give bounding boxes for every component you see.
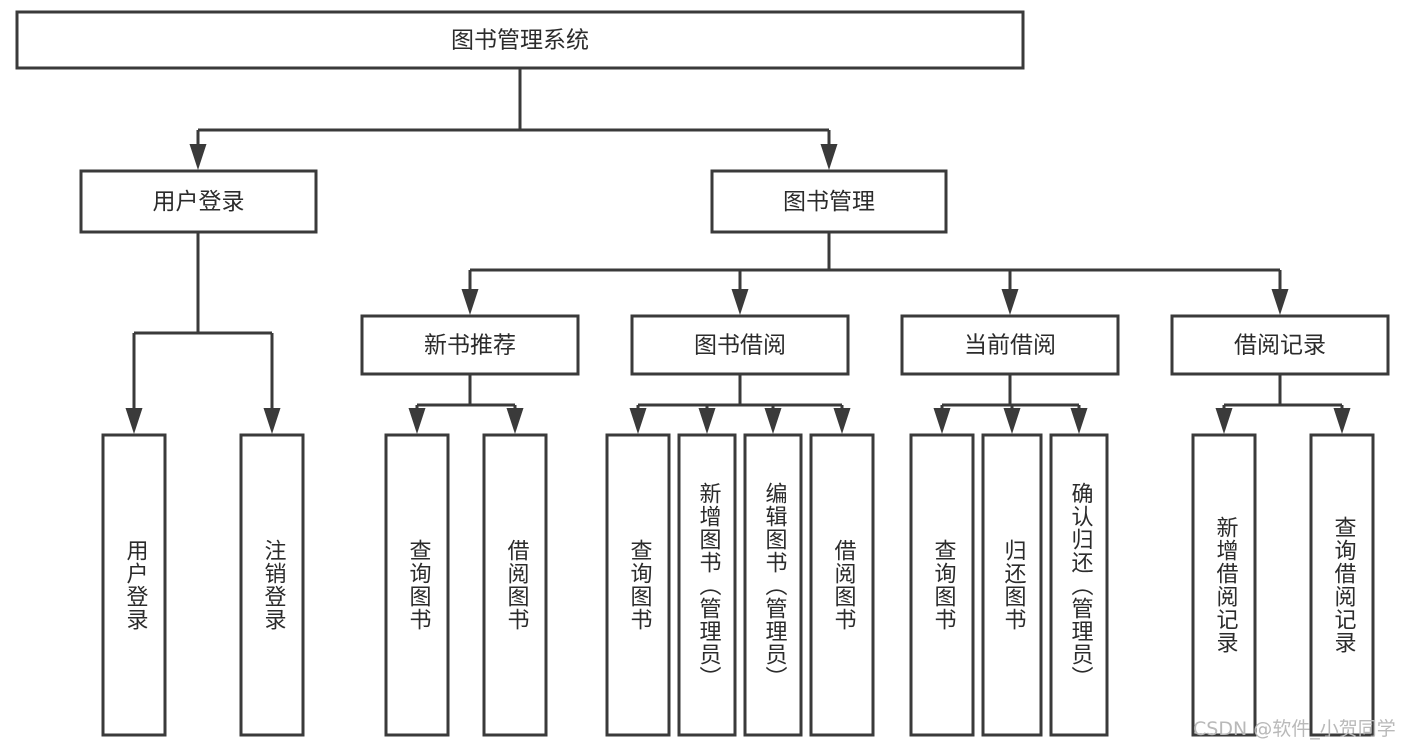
node-label-borrow-record: 借阅记录 — [1234, 333, 1326, 359]
arrow-head-icon — [1271, 289, 1289, 315]
arrow-head-icon — [820, 144, 838, 170]
arrow-head-icon — [506, 408, 524, 434]
node-box-leaf-return-book[interactable] — [981, 433, 1043, 737]
node-label-book-borrow: 图书借阅 — [694, 333, 786, 359]
node-label-new-book-rec: 新书推荐 — [424, 333, 516, 359]
arrow-head-icon — [933, 408, 951, 434]
node-label-book-manage: 图书管理 — [783, 189, 875, 215]
arrow-head-icon — [1215, 408, 1233, 434]
node-box-user-login[interactable] — [79, 169, 318, 234]
arrow-head-icon — [461, 289, 479, 315]
node-box-leaf-query-book-cur[interactable] — [909, 433, 975, 737]
node-box-leaf-logout[interactable] — [239, 433, 305, 737]
node-user-login[interactable] — [79, 169, 318, 234]
node-leaf-confirm-return[interactable] — [1049, 433, 1109, 737]
node-label-current-borrow: 当前借阅 — [964, 333, 1056, 359]
arrow-head-icon — [1001, 289, 1019, 315]
arrow-head-icon — [1003, 408, 1021, 434]
node-leaf-query-book-cur[interactable] — [909, 433, 975, 737]
node-box-book-borrow[interactable] — [630, 314, 850, 376]
node-box-leaf-user-login[interactable] — [101, 433, 167, 737]
node-leaf-add-record[interactable] — [1191, 433, 1257, 737]
arrow-head-icon — [698, 408, 716, 434]
arrow-head-icon — [1333, 408, 1351, 434]
arrow-head-icon — [731, 289, 749, 315]
node-leaf-query-book-borrow[interactable] — [605, 433, 671, 737]
node-leaf-edit-book[interactable] — [743, 433, 803, 737]
node-root[interactable] — [15, 10, 1025, 70]
watermark-label: CSDN @软件_小贺同学 — [1193, 718, 1396, 740]
arrow-head-icon — [629, 408, 647, 434]
node-leaf-borrow-book-rec[interactable] — [482, 433, 548, 737]
arrow-head-icon — [833, 408, 851, 434]
node-box-borrow-record[interactable] — [1170, 314, 1390, 376]
node-box-leaf-query-book-borrow[interactable] — [605, 433, 671, 737]
node-leaf-add-book[interactable] — [677, 433, 737, 737]
node-box-leaf-add-book[interactable] — [677, 433, 737, 737]
node-leaf-logout[interactable] — [239, 433, 305, 737]
node-box-leaf-query-record[interactable] — [1309, 433, 1375, 737]
node-box-leaf-borrow-book[interactable] — [809, 433, 875, 737]
node-leaf-return-book[interactable] — [981, 433, 1043, 737]
node-label-root: 图书管理系统 — [451, 28, 589, 54]
node-current-borrow[interactable] — [900, 314, 1120, 376]
arrow-head-icon — [263, 408, 281, 434]
node-leaf-query-record[interactable] — [1309, 433, 1375, 737]
node-borrow-record[interactable] — [1170, 314, 1390, 376]
connector-layer — [125, 68, 1351, 434]
node-leaf-borrow-book[interactable] — [809, 433, 875, 737]
arrow-head-icon — [1070, 408, 1088, 434]
node-leaf-user-login[interactable] — [101, 433, 167, 737]
node-box-leaf-query-book-rec[interactable] — [384, 433, 450, 737]
node-box-current-borrow[interactable] — [900, 314, 1120, 376]
node-book-borrow[interactable] — [630, 314, 850, 376]
node-new-book-rec[interactable] — [360, 314, 580, 376]
node-box-leaf-add-record[interactable] — [1191, 433, 1257, 737]
node-box-new-book-rec[interactable] — [360, 314, 580, 376]
arrow-head-icon — [189, 144, 207, 170]
arrow-head-icon — [408, 408, 426, 434]
node-label-user-login: 用户登录 — [153, 189, 245, 215]
node-book-manage[interactable] — [710, 169, 948, 234]
node-box-leaf-borrow-book-rec[interactable] — [482, 433, 548, 737]
node-box-leaf-confirm-return[interactable] — [1049, 433, 1109, 737]
arrow-head-icon — [764, 408, 782, 434]
node-leaf-query-book-rec[interactable] — [384, 433, 450, 737]
node-box-root[interactable] — [15, 10, 1025, 70]
node-box-leaf-edit-book[interactable] — [743, 433, 803, 737]
node-box-book-manage[interactable] — [710, 169, 948, 234]
arrow-head-icon — [125, 408, 143, 434]
